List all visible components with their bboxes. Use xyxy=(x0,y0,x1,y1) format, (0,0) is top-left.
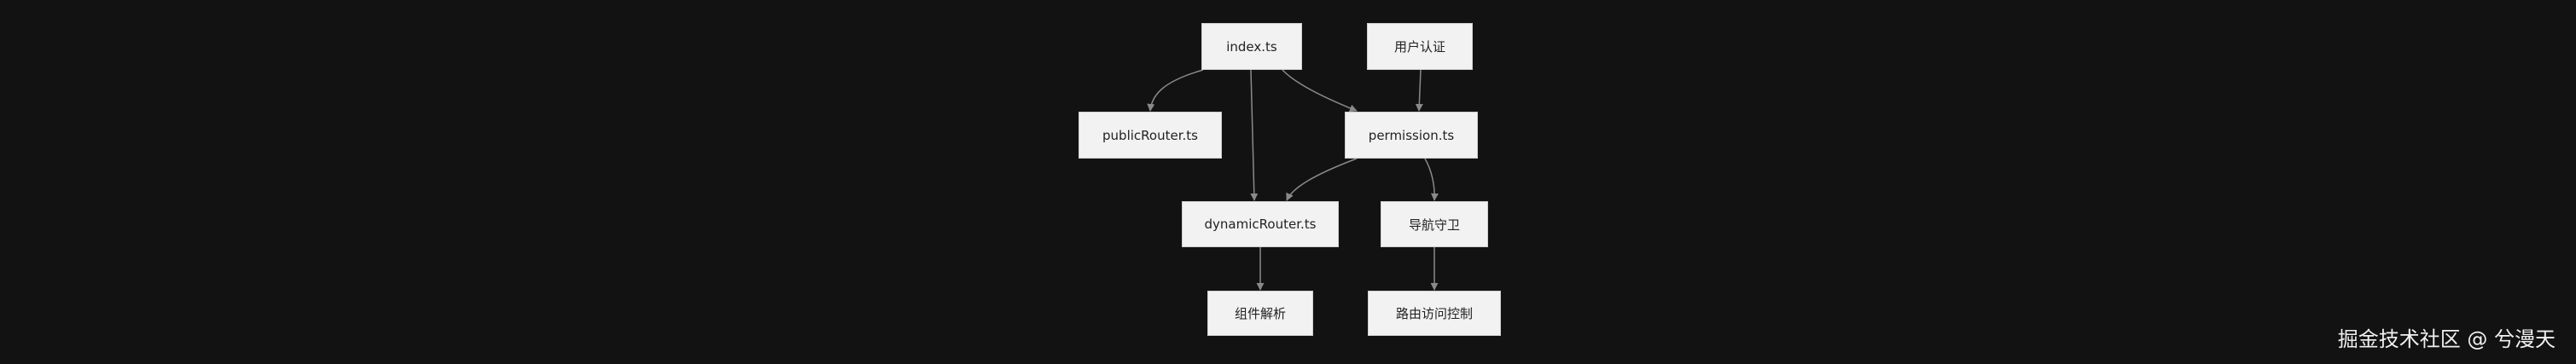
edge-permission-to-dynamicrouter xyxy=(1286,158,1358,201)
edge-permission-to-guard xyxy=(1424,158,1439,201)
edge-auth-to-permission xyxy=(1415,69,1423,112)
watermark: 掘金技术社区 @ 兮漫天 xyxy=(2337,327,2556,351)
edge-index-to-permission xyxy=(1282,69,1358,113)
node-navigation-guard: 导航守卫 xyxy=(1381,201,1488,247)
node-component-parse: 组件解析 xyxy=(1207,291,1313,336)
edge-index-to-dynamicrouter xyxy=(1250,69,1259,201)
node-public-router-ts: publicRouter.ts xyxy=(1079,112,1222,159)
node-route-access-control: 路由访问控制 xyxy=(1368,291,1501,336)
node-dynamic-router-ts: dynamicRouter.ts xyxy=(1182,201,1339,247)
edge-index-to-publicrouter xyxy=(1147,69,1204,112)
node-user-auth: 用户认证 xyxy=(1367,23,1473,70)
node-permission-ts: permission.ts xyxy=(1345,112,1478,159)
node-index-ts: index.ts xyxy=(1201,23,1302,70)
